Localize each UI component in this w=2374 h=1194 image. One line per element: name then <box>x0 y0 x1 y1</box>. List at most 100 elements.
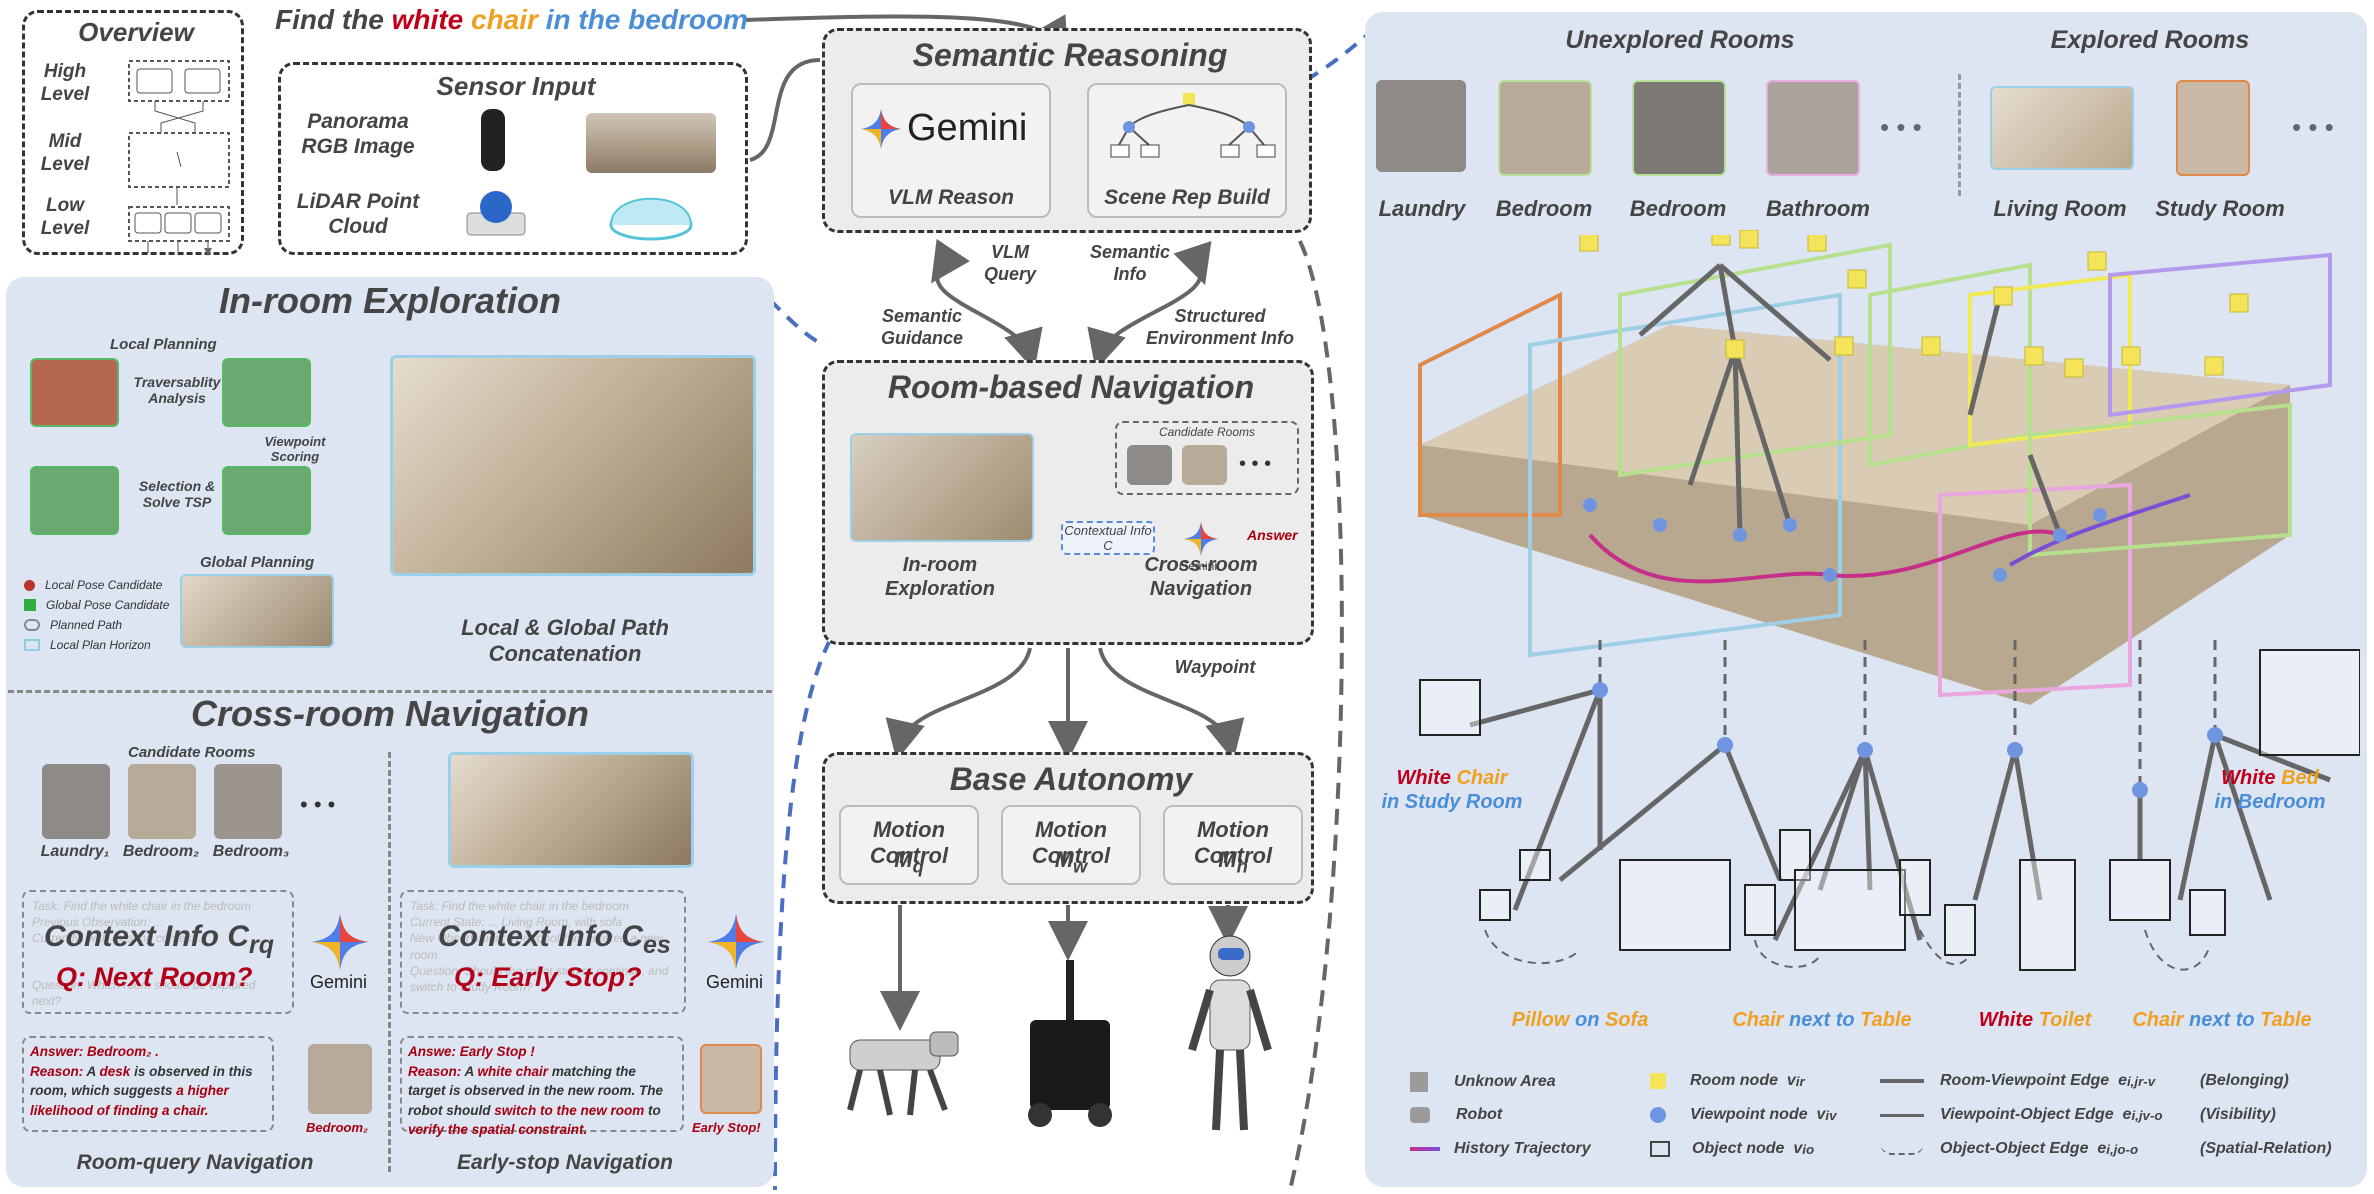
room-thumb <box>1498 80 1592 176</box>
room-label: Study Room <box>2155 196 2285 221</box>
task-suffix: in the bedroom <box>545 4 748 35</box>
object-caption: Chair next to Table <box>1712 1008 1932 1032</box>
local-horizon-icon <box>24 639 40 651</box>
legend-local-pose: Local Pose Candidate <box>24 578 169 592</box>
overview-level-high: High Level <box>40 61 90 105</box>
query-label-right: White Bed in Bedroom <box>2190 766 2350 814</box>
crossroom-label: Cross-room Navigation <box>1144 554 1258 600</box>
motion-card-q: Motion Control Mq <box>839 805 979 885</box>
motion-label-h: Motion Control <box>1165 817 1301 870</box>
reason-text: A <box>464 1063 474 1079</box>
vlm-reason-card: Gemini VLM Reason <box>851 83 1051 218</box>
contextual-info-label: Contextual Info C <box>1061 521 1155 555</box>
faint-line: Currently: with existing context ... <box>32 931 209 946</box>
scene-rep-card: Scene Rep Build <box>1087 83 1287 218</box>
scene-graph-render <box>1418 235 2332 705</box>
scene-legend: Unknow Area Robot History Trajectory Roo… <box>1410 1072 2350 1172</box>
obj-c: Toilet <box>2038 1009 2092 1031</box>
sensor-input-box: Sensor Input Panorama RGB Image LiDAR Po… <box>278 62 748 255</box>
legend-planned-path: Planned Path <box>24 618 169 632</box>
object-node-icon <box>1650 1141 1670 1157</box>
legend-robot: Robot <box>1410 1106 1502 1124</box>
legend-text: Object node <box>1692 1140 1785 1157</box>
ctx-sub: es <box>643 931 671 959</box>
overview-hierarchy-icon <box>128 60 230 257</box>
inroom-legend: Local Pose Candidate Global Pose Candida… <box>24 578 169 652</box>
task-word-white: white <box>391 4 464 35</box>
overview-level-low: Low Level <box>40 195 90 239</box>
viewpoint-node-icon <box>1650 1107 1666 1123</box>
bedroom2-thumb <box>308 1044 372 1114</box>
motion-label-q: Motion Control <box>841 817 977 870</box>
ctx-sym: C <box>621 920 643 953</box>
sensor-row-rgb: Panorama RGB Image <box>301 110 415 159</box>
ctx-faint-right: Task: Find the white chair in the bedroo… <box>410 898 676 995</box>
crossroom-candidate-label: Candidate Rooms <box>128 744 256 761</box>
motion-sym: M <box>1218 847 1237 872</box>
local-planning-thumb-3 <box>30 466 119 535</box>
ctx-box-left: Task: Find the white chair in the bedroo… <box>22 890 294 1014</box>
base-autonomy-box: Base Autonomy Motion Control Mq Motion C… <box>822 752 1314 904</box>
semantic-reasoning-box: Semantic Reasoning Gemini VLM Reason Sce… <box>822 28 1312 233</box>
early-stop-render <box>448 752 694 868</box>
ctx-box-right: Task: Find the white chair in the bedroo… <box>400 890 686 1014</box>
ctx-sub: rq <box>249 931 274 959</box>
motion-sub: w <box>1073 855 1088 877</box>
room-label: Bedroom <box>1629 196 1727 221</box>
early-stop-nav-label: Early-stop Navigation <box>457 1151 673 1174</box>
reason-text: to <box>648 1102 661 1118</box>
faint-line: Task: Find the white chair in the bedroo… <box>410 899 630 913</box>
explored-divider <box>1958 74 1961 196</box>
question-right: Q: Early Stop? <box>454 962 642 992</box>
faint-line: Task: Find the white chair in the bedroo… <box>32 899 252 913</box>
question-left: Q: Next Room? <box>56 962 253 992</box>
room-label: Bathroom <box>1766 196 1870 221</box>
legend-unknown: Unknow Area <box>1410 1072 1556 1092</box>
answer-reason: Reason: A white chair matching the targe… <box>408 1062 676 1140</box>
gemini-logo-icon <box>312 914 368 970</box>
overview-level-mid: Mid Level <box>40 131 90 175</box>
motion-text: Motion Control <box>1031 817 1111 869</box>
motion-sym: M <box>1054 847 1074 872</box>
inroom-thumb <box>850 433 1034 542</box>
faint-line: Previous Observation: ... <box>32 915 164 930</box>
rv-edge-icon <box>1880 1079 1924 1083</box>
answer-reason: Reason: A desk is observed in this room,… <box>30 1062 266 1121</box>
room-nav-box: Room-based Navigation In-room Exploratio… <box>822 360 1314 645</box>
concat-label: Local & Global Path Concatenation <box>461 615 669 667</box>
gemini-label-right: Gemini <box>706 972 764 992</box>
base-title: Base Autonomy <box>949 761 1193 797</box>
room-thumb <box>1990 86 2134 170</box>
robot-icon <box>1410 1107 1430 1123</box>
room-thumb <box>1376 80 1466 172</box>
legend-text: Unknow Area <box>1454 1073 1556 1090</box>
panorama-image <box>586 113 716 173</box>
room-nav-title: Room-based Navigation <box>887 369 1255 405</box>
inroom-title: In-room Exploration <box>219 280 561 321</box>
inroom-main-render <box>390 355 756 576</box>
motion-card-w: Motion Control Mw <box>1001 805 1141 885</box>
room-nodes-top <box>1739 230 2249 313</box>
motion-label-w: Motion Control <box>1003 817 1139 870</box>
task-word-chair: chair <box>471 4 538 35</box>
gemini-logo-icon <box>708 914 764 970</box>
legend-history: History Trajectory <box>1410 1140 1591 1158</box>
viewpoint-scoring-label: Viewpoint Scoring <box>264 434 326 464</box>
faint-line: Question: Should the robot stop or conti… <box>410 963 669 994</box>
obj-b: next to <box>1789 1009 1855 1031</box>
semantic-title: Semantic Reasoning <box>912 37 1228 73</box>
ctx-text: Context Info <box>438 920 613 953</box>
candidate-rooms-box: Candidate Rooms • • • <box>1115 421 1299 495</box>
obj-c: Sofa <box>1605 1009 1649 1031</box>
early-stop-thumb <box>700 1044 762 1114</box>
room-thumb <box>1766 80 1860 176</box>
bedroom2-label: Bedroom₂ <box>306 1120 369 1135</box>
local-planning-thumb-2 <box>222 358 311 427</box>
room-thumb-bedroom3 <box>214 764 282 839</box>
obj-a: Chair <box>1732 1009 1784 1031</box>
lidar-icon <box>466 191 526 236</box>
legend-local-horizon: Local Plan Horizon <box>24 638 169 652</box>
